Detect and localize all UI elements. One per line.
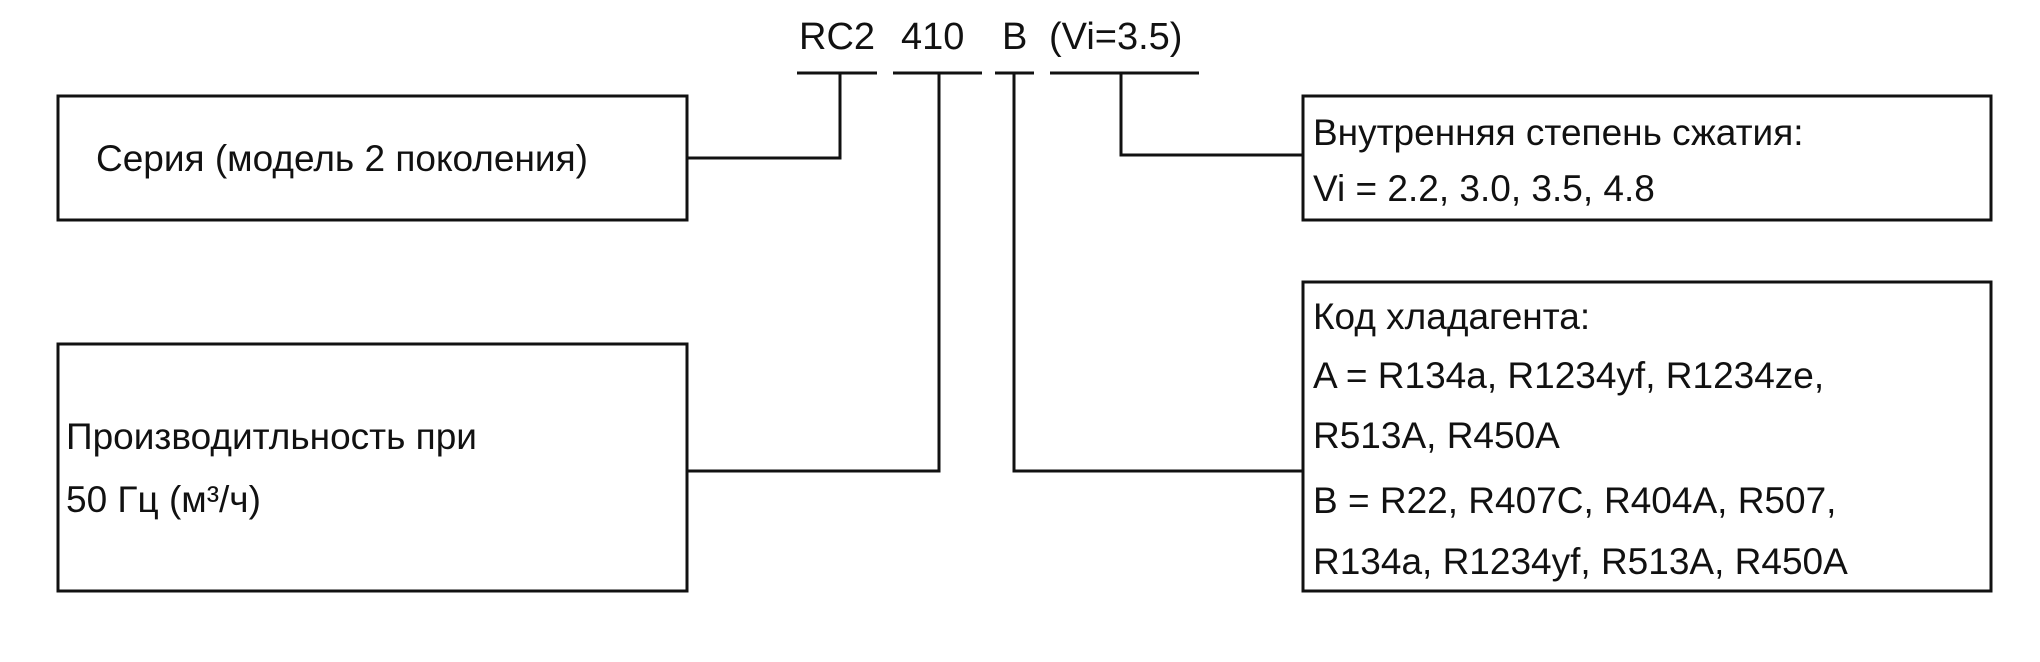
vi-box-values: Vi = 2.2, 3.0, 3.5, 4.8 (1313, 168, 1655, 209)
capacity-box (56, 342, 689, 593)
code-series: RC2 (799, 16, 876, 58)
vi-box-title: Внутренняя степень сжатия: (1313, 112, 1804, 153)
refrigerant-box-b-line2: R134a, R1234yf, R513A, R450A (1313, 541, 1848, 582)
refrigerant-box-a-line2: R513A, R450A (1313, 415, 1560, 456)
vi-connector (1119, 73, 1303, 157)
refrigerant-box-a-line1: A = R134a, R1234yf, R1234ze, (1313, 355, 1825, 396)
capacity-box-line1: Производитльность при (66, 416, 477, 457)
code-vi: (Vi=3.5) (1049, 16, 1183, 58)
refrigerant-connector (1012, 73, 1303, 473)
series-box-label: Серия (модель 2 поколения) (96, 138, 588, 179)
capacity-box-line2: 50 Гц (м³/ч) (66, 479, 261, 520)
vi-box (1301, 94, 1993, 222)
series-connector (687, 73, 842, 160)
refrigerant-box-title: Код хладагента: (1313, 296, 1591, 337)
code-refrigerant: B (1002, 16, 1028, 58)
refrigerant-box (1301, 280, 1993, 593)
code-capacity: 410 (901, 16, 965, 58)
capacity-connector (687, 73, 941, 473)
refrigerant-box-b-line1: B = R22, R407C, R404A, R507, (1313, 480, 1837, 521)
